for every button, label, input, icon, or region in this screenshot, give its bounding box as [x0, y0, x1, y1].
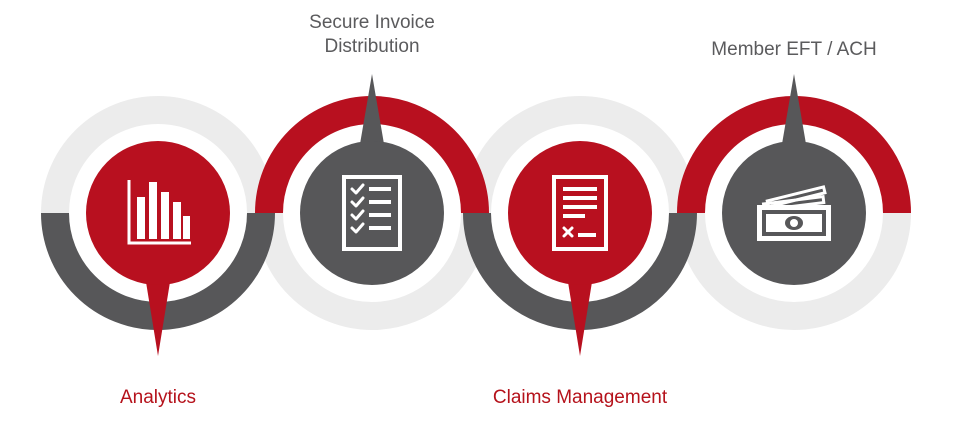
step-label-member-eft-ach: Member EFT / ACH [694, 38, 894, 62]
pointer-claims [568, 282, 592, 356]
step-label-analytics: Analytics [88, 386, 228, 410]
inner-discs [86, 141, 866, 285]
step-label-claims-management: Claims Management [470, 386, 690, 410]
step-label-secure-invoice-line1: Secure Invoice [309, 12, 435, 33]
pointer-analytics [146, 282, 170, 356]
checklist-icon [342, 175, 402, 251]
step-label-secure-invoice-line2: Distribution [324, 36, 420, 57]
step-label-secure-invoice-distribution: Secure Invoice Distribution [292, 11, 452, 59]
pointers [146, 74, 806, 356]
money-icon [757, 185, 831, 241]
invoice-document-icon [552, 175, 608, 251]
step-label-member-eft-text: Member EFT / ACH [711, 39, 877, 60]
bar-chart-icon [127, 180, 191, 245]
step-label-analytics-text: Analytics [119, 387, 197, 408]
pointer-secure-invoice [360, 74, 384, 144]
pointer-member-eft [782, 74, 806, 144]
disc-claims [508, 141, 652, 285]
disc-analytics [86, 141, 230, 285]
step-label-claims-text: Claims Management [492, 387, 668, 408]
